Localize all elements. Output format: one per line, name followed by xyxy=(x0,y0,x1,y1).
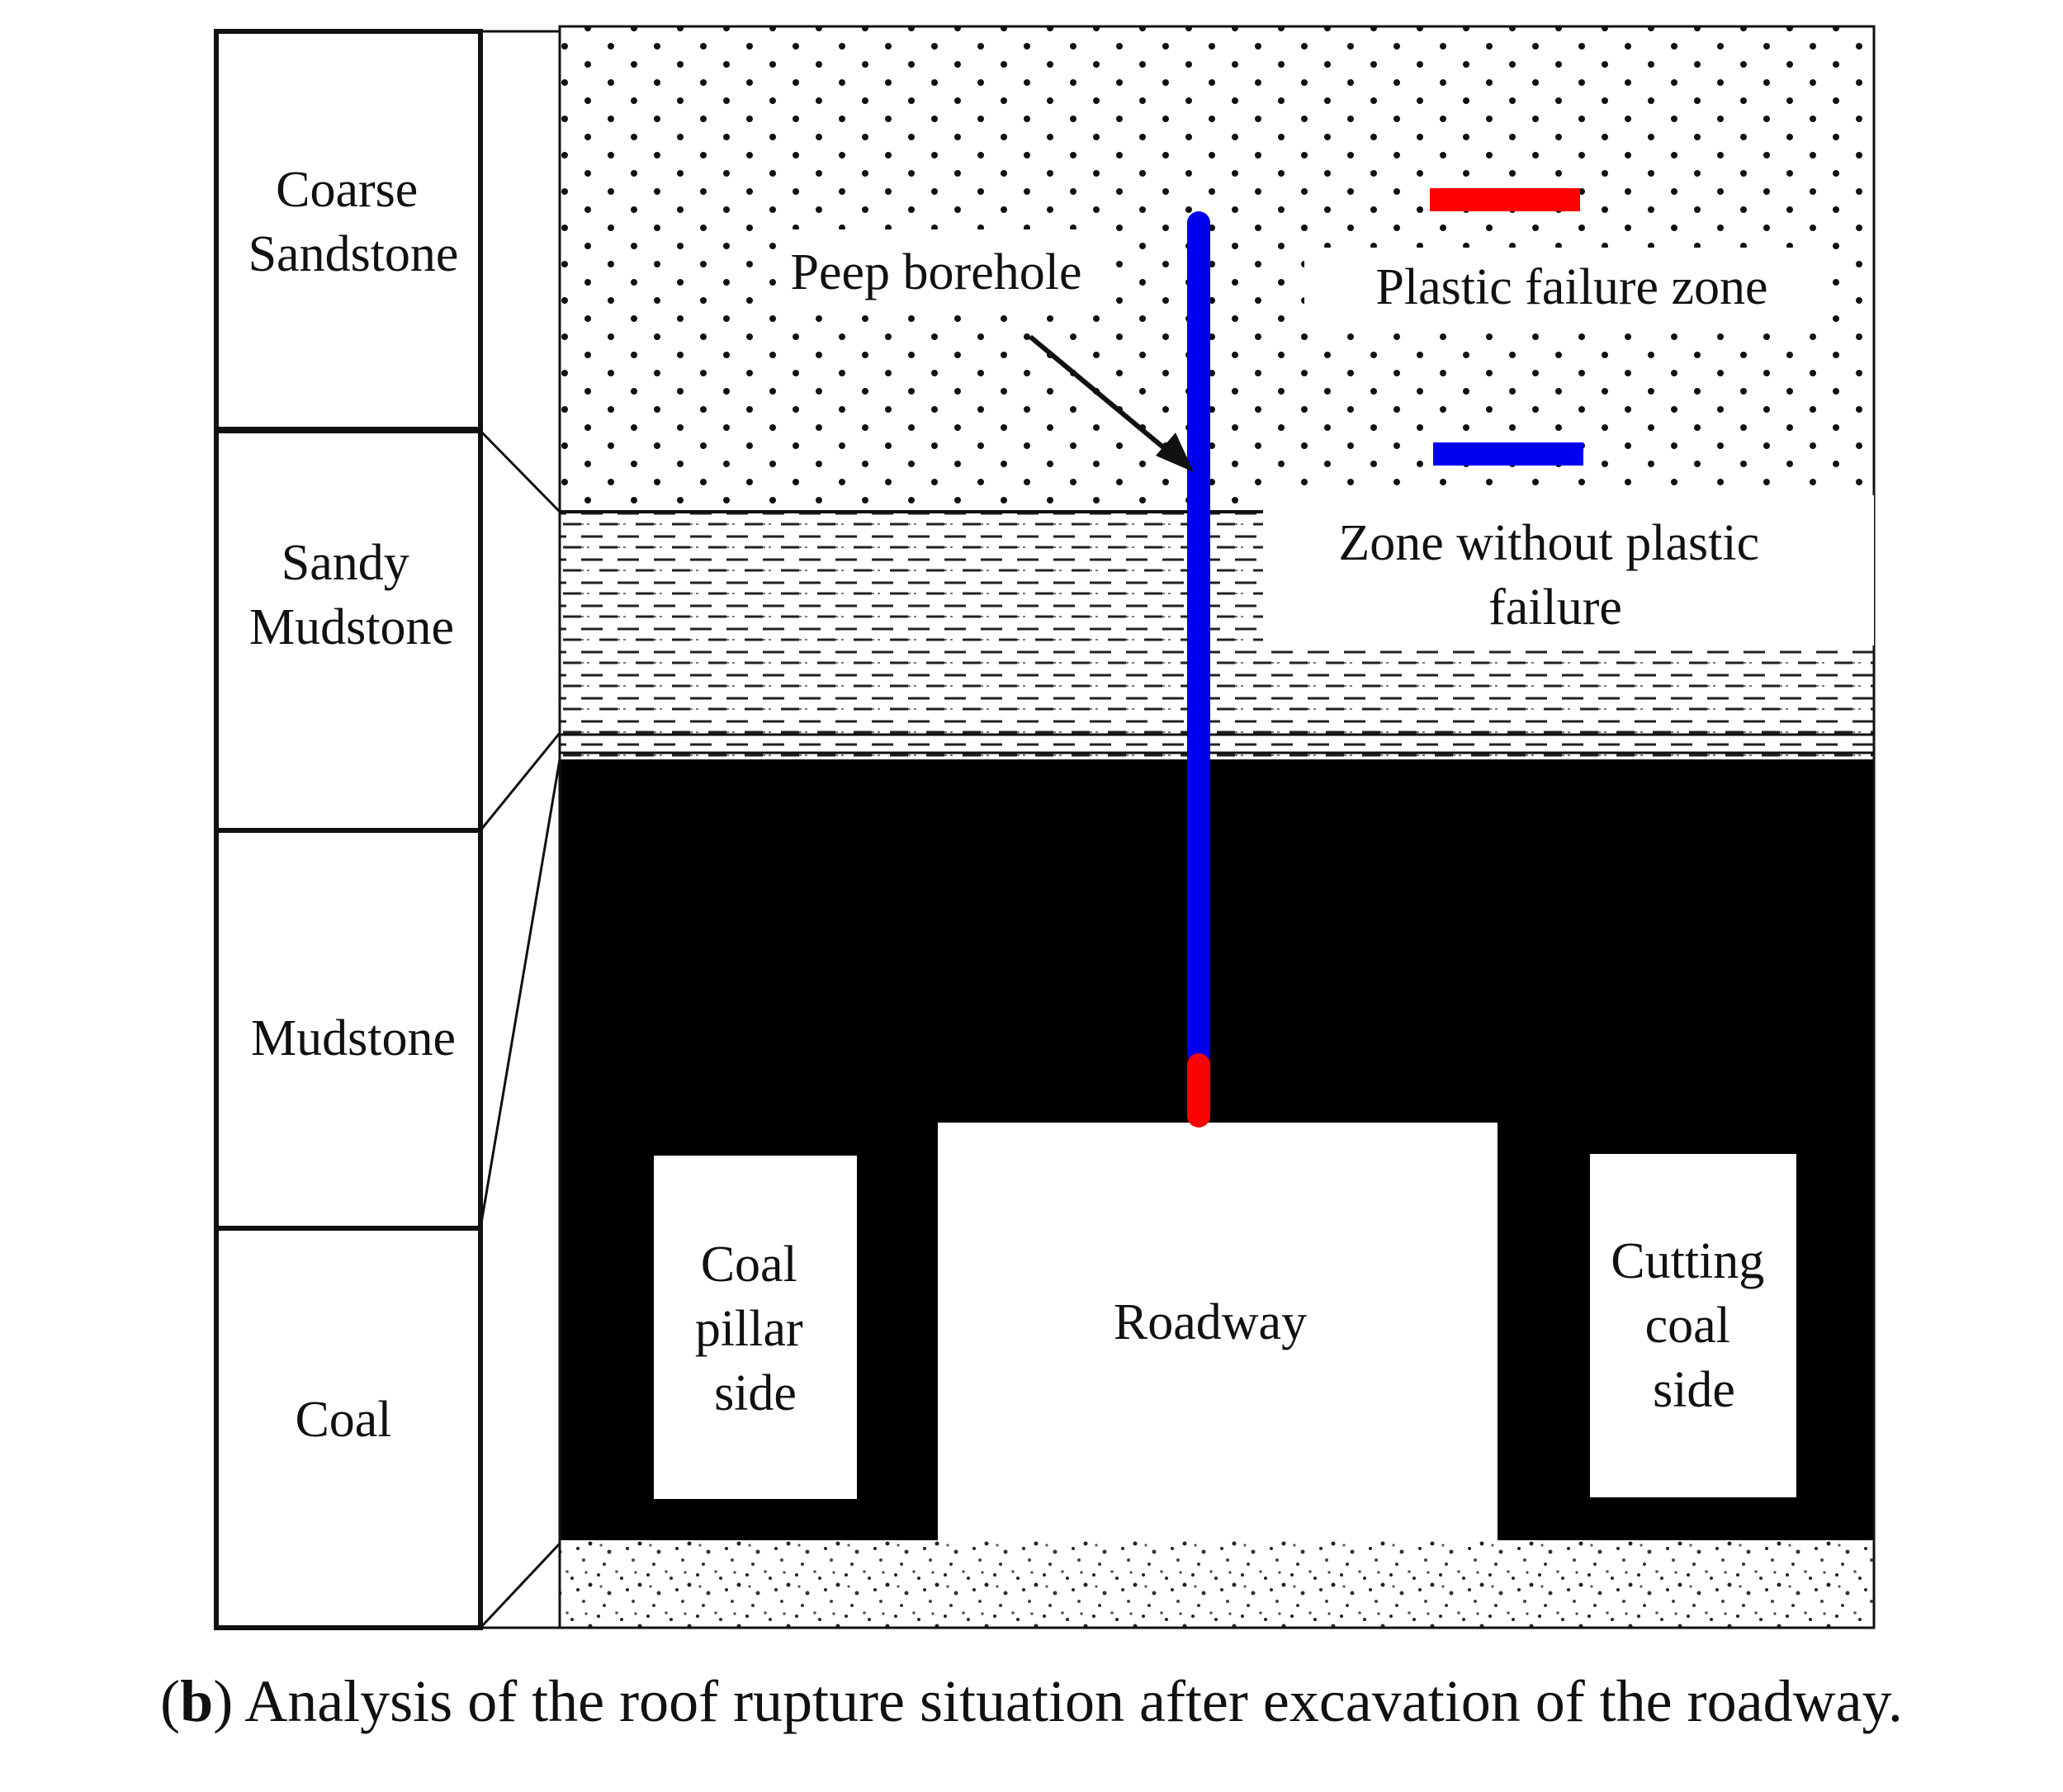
legend-plastic-failure-swatch xyxy=(1430,188,1580,211)
legend-no-plastic-failure-swatch xyxy=(1433,442,1583,466)
borehole-plastic-failure-segment xyxy=(1187,1053,1210,1128)
strata-column: Coarse Sandstone Sandy Mudstone Mudstone… xyxy=(214,29,483,1630)
figure-caption: (b) Analysis of the roof rupture situati… xyxy=(160,1668,1903,1734)
stratum-label-coarse-sandstone: Coarse Sandstone xyxy=(248,162,459,282)
legend-no-plastic-failure-label: Zone without plastic failure xyxy=(1338,515,1772,636)
cutting-coal-box xyxy=(1590,1154,1796,1497)
cross-section: Coal pillar side Roadway Cutting coal si… xyxy=(558,25,1876,1629)
stratum-label-sandy-mudstone: Sandy Mudstone xyxy=(249,535,454,655)
stratum-label-mudstone: Mudstone xyxy=(251,1010,456,1066)
peep-label-bg xyxy=(776,229,1106,312)
legend: Plastic failure zone Zone without plasti… xyxy=(1263,188,1874,645)
arrow-icon xyxy=(1029,334,1194,472)
cutting-coal-label: Cutting coal side xyxy=(1611,1233,1777,1418)
stratum-box-mudstone xyxy=(214,828,483,1231)
borehole-no-failure-segment xyxy=(1187,211,1210,1065)
peep-borehole-label: Peep borehole xyxy=(791,244,1082,300)
roadway-label: Roadway xyxy=(1114,1294,1307,1350)
stratum-box-sandy-mudstone xyxy=(214,428,483,833)
roadway-box xyxy=(938,1123,1498,1540)
stratum-label-coal: Coal xyxy=(295,1392,391,1448)
stratum-box-coal xyxy=(214,1226,483,1630)
stratum-box-coarse-sandstone xyxy=(214,29,483,432)
connector-lines xyxy=(479,30,561,1629)
legend-plastic-failure-label: Plastic failure zone xyxy=(1375,259,1767,315)
section-border xyxy=(558,25,1876,1629)
layer-floor xyxy=(560,1540,1874,1628)
coal-pillar-box xyxy=(654,1156,857,1499)
peep-borehole xyxy=(1187,211,1210,1128)
coal-pillar-label: Coal pillar side xyxy=(695,1236,816,1421)
